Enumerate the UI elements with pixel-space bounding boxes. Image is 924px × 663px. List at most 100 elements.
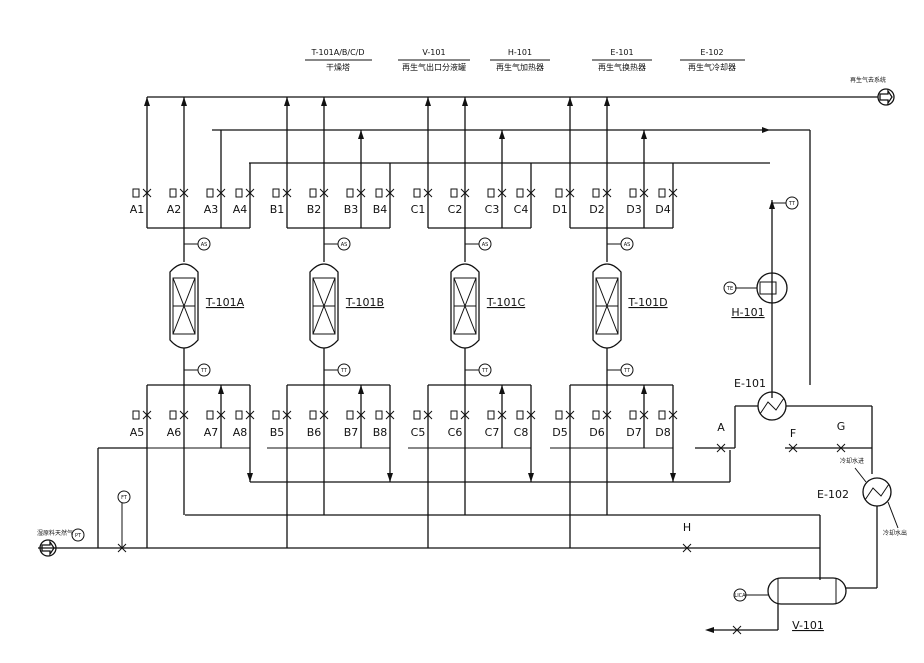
valve-b3[interactable]: B3 [344, 189, 365, 216]
valve-label: A7 [204, 426, 219, 439]
line-valve-g[interactable]: G [837, 420, 846, 452]
tower-tag: T-101D [627, 296, 667, 309]
valve-label: C5 [411, 426, 426, 439]
tower-analyzer-instrument: AS [607, 238, 633, 250]
valve-label: C7 [485, 426, 500, 439]
tower-analyzer-instrument: AS [465, 238, 491, 250]
valve-label: C1 [411, 203, 426, 216]
header-e101: E-101 再生气换热器 [592, 48, 652, 72]
valve-c2[interactable]: C2 [448, 189, 469, 216]
valve-a6[interactable]: A6 [167, 411, 188, 439]
valve-a1[interactable]: A1 [130, 189, 151, 216]
cooler-out-label: 冷却水出 [883, 529, 907, 537]
header-h101-name: 再生气加热器 [496, 62, 544, 72]
header-e102: E-102 再生气冷却器 [680, 48, 745, 72]
valve-c8[interactable]: C8 [514, 411, 535, 439]
valve-label: D2 [589, 203, 604, 216]
valve-b6[interactable]: B6 [307, 411, 328, 439]
valve-d2[interactable]: D2 [589, 189, 611, 216]
valve-c1[interactable]: C1 [411, 189, 432, 216]
valve-b1[interactable]: B1 [270, 189, 291, 216]
tower-temp-instrument: TT [324, 364, 350, 376]
heater-tt-instrument: TT [772, 197, 798, 209]
valve-a8[interactable]: A8 [233, 411, 254, 439]
header-v101: V-101 再生气出口分液罐 [398, 48, 470, 72]
cooler-tag: E-102 [817, 488, 849, 501]
separator-tag: V-101 [792, 619, 824, 632]
svg-text:TT: TT [788, 201, 796, 207]
svg-text:G: G [837, 420, 846, 433]
valve-label: D4 [655, 203, 670, 216]
valve-a3[interactable]: A3 [204, 189, 225, 216]
valve-c3[interactable]: C3 [485, 189, 506, 216]
svg-text:AS: AS [624, 242, 631, 248]
tower-temp-instrument: TT [465, 364, 491, 376]
valve-label: A3 [204, 203, 219, 216]
valve-label: C8 [514, 426, 529, 439]
valve-label: B3 [344, 203, 359, 216]
header-v101-code: V-101 [422, 48, 445, 57]
separator-v101: V-101 LICA [705, 578, 846, 634]
valve-b4[interactable]: B4 [373, 189, 394, 216]
tower-t-101c: T-101C [451, 245, 525, 385]
valve-label: B7 [344, 426, 359, 439]
valve-d3[interactable]: D3 [626, 189, 648, 216]
valve-a7[interactable]: A7 [204, 411, 225, 439]
valve-a4[interactable]: A4 [233, 189, 254, 216]
svg-text:TE: TE [726, 286, 733, 292]
header-e101-code: E-101 [610, 48, 633, 57]
valve-d4[interactable]: D4 [655, 189, 677, 216]
valve-a2[interactable]: A2 [167, 189, 188, 216]
tower-t-101a: T-101A [170, 245, 245, 385]
valve-label: A4 [233, 203, 248, 216]
valve-c6[interactable]: C6 [448, 411, 469, 439]
svg-text:TT: TT [623, 368, 631, 374]
valve-label: B2 [307, 203, 322, 216]
valve-a5[interactable]: A5 [130, 411, 151, 439]
valve-label: D3 [626, 203, 641, 216]
cooler-e102: E-102 冷却水进 冷却水出 [817, 457, 907, 588]
valve-d5[interactable]: D5 [552, 411, 574, 439]
tower-group-t-101c: C1 C2 C3 C4T-101C AS TT C5 C6C7 C8 [408, 97, 535, 548]
tower-tag: T-101C [486, 296, 526, 309]
valve-b2[interactable]: B2 [307, 189, 328, 216]
tower-analyzer-instrument: AS [324, 238, 350, 250]
svg-text:LICA: LICA [734, 593, 746, 599]
header-e101-name: 再生气换热器 [598, 62, 646, 72]
valve-d6[interactable]: D6 [589, 411, 611, 439]
outlet-connector-icon [878, 89, 894, 105]
tower-temp-instrument: TT [184, 364, 210, 376]
valve-label: B6 [307, 426, 322, 439]
valve-b5[interactable]: B5 [270, 411, 291, 439]
tower-group-t-101b: B1B2 B3 B4T-101B AS TT B5B6 B7 B8 [267, 97, 394, 548]
svg-text:AS: AS [201, 242, 208, 248]
valve-label: C2 [448, 203, 463, 216]
valve-b7[interactable]: B7 [344, 411, 365, 439]
valve-b8[interactable]: B8 [373, 411, 394, 439]
svg-text:AS: AS [341, 242, 348, 248]
valve-label: D1 [552, 203, 567, 216]
svg-text:TT: TT [481, 368, 489, 374]
tower-group-t-101a: A1 A2A3 A4T-101AAS TT A5 A6A7 A8 [127, 97, 254, 548]
valve-c5[interactable]: C5 [411, 411, 432, 439]
header-t101-name: 干燥塔 [326, 62, 350, 72]
svg-text:AS: AS [482, 242, 489, 248]
inlet-pt-instrument: PT [72, 529, 84, 541]
inlet-flow-instrument: FT [118, 491, 130, 552]
svg-text:FT: FT [121, 495, 128, 501]
valve-d7[interactable]: D7 [626, 411, 648, 439]
top-right-label: 再生气去系统 [850, 76, 886, 84]
svg-text:TT: TT [200, 368, 208, 374]
valve-c4[interactable]: C4 [514, 189, 535, 216]
tower-tag: T-101B [345, 296, 384, 309]
valve-label: A1 [130, 203, 145, 216]
svg-text:TT: TT [340, 368, 348, 374]
valve-d1[interactable]: D1 [552, 189, 574, 216]
svg-text:F: F [790, 427, 796, 440]
header-t101-code: T-101A/B/C/D [310, 48, 364, 57]
cooler-in-label: 冷却水进 [840, 457, 864, 465]
header-v101-name: 再生气出口分液罐 [402, 62, 466, 72]
valve-d8[interactable]: D8 [655, 411, 677, 439]
heater-tag: H-101 [731, 306, 764, 319]
valve-c7[interactable]: C7 [485, 411, 506, 439]
